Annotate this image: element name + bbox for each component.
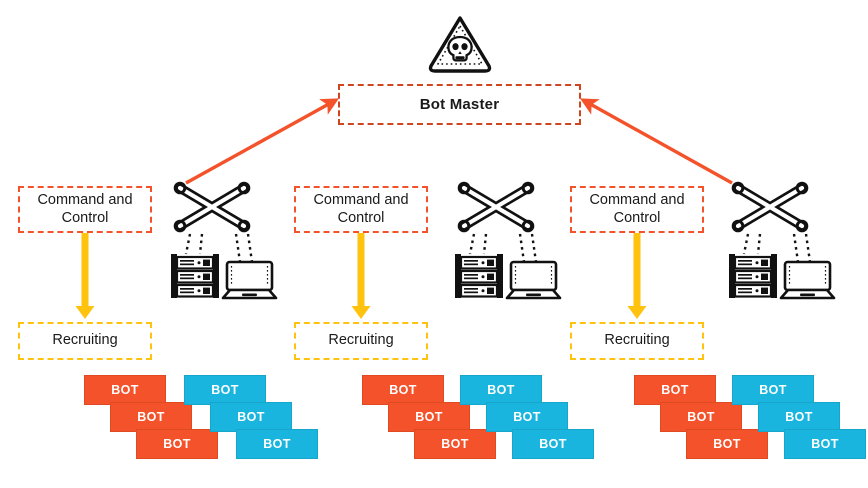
network-x-icon — [457, 181, 535, 233]
server-rack-icon — [455, 254, 503, 298]
bot-card[interactable]: BOT — [634, 375, 716, 405]
recruiting-flow-arrow — [74, 233, 96, 319]
recruiting-box[interactable]: Recruiting — [570, 322, 704, 360]
bot-card-label: BOT — [441, 437, 469, 451]
bot-card[interactable]: BOT — [460, 375, 542, 405]
bot-card-label: BOT — [539, 437, 567, 451]
command-and-control-box[interactable]: Command and Control — [294, 186, 428, 233]
bot-card-label: BOT — [237, 410, 265, 424]
network-x-icon — [173, 181, 251, 233]
bot-card-label: BOT — [211, 383, 239, 397]
recruiting-label: Recruiting — [328, 332, 394, 349]
bot-card[interactable]: BOT — [136, 429, 218, 459]
command-and-control-label: Command and Control — [589, 192, 685, 226]
bot-card-label: BOT — [513, 410, 541, 424]
laptop-icon — [221, 260, 278, 300]
bot-card-label: BOT — [785, 410, 813, 424]
bot-card[interactable]: BOT — [660, 402, 742, 432]
network-x-icon — [731, 181, 809, 233]
bot-card-label: BOT — [487, 383, 515, 397]
laptop-icon — [505, 260, 562, 300]
bot-card[interactable]: BOT — [512, 429, 594, 459]
bot-card[interactable]: BOT — [732, 375, 814, 405]
server-rack-icon — [729, 254, 777, 298]
bot-card-label: BOT — [713, 437, 741, 451]
recruiting-flow-arrow — [350, 233, 372, 319]
compromised-node-cluster — [726, 178, 838, 300]
bot-master-box[interactable]: Bot Master — [338, 84, 581, 125]
bot-card-label: BOT — [415, 410, 443, 424]
command-and-control-label: Command and Control — [37, 192, 133, 226]
laptop-icon — [779, 260, 836, 300]
compromised-node-cluster — [452, 178, 564, 300]
recruiting-flow-arrow — [626, 233, 648, 319]
bot-card-label: BOT — [811, 437, 839, 451]
bot-card-label: BOT — [137, 410, 165, 424]
bot-card-label: BOT — [661, 383, 689, 397]
bot-card[interactable]: BOT — [236, 429, 318, 459]
skull-warning-triangle-icon — [427, 13, 493, 75]
bot-card[interactable]: BOT — [388, 402, 470, 432]
bot-card[interactable]: BOT — [110, 402, 192, 432]
recruiting-box[interactable]: Recruiting — [18, 322, 152, 360]
bot-card-label: BOT — [687, 410, 715, 424]
bot-master-label: Bot Master — [419, 95, 500, 113]
bot-card[interactable]: BOT — [210, 402, 292, 432]
bot-card[interactable]: BOT — [486, 402, 568, 432]
compromised-node-cluster — [168, 178, 280, 300]
node-link-dotted-lines — [184, 233, 254, 263]
command-and-control-box[interactable]: Command and Control — [570, 186, 704, 233]
bot-card[interactable]: BOT — [686, 429, 768, 459]
node-link-dotted-lines — [742, 233, 812, 263]
uplink-left — [185, 98, 339, 185]
bot-card[interactable]: BOT — [784, 429, 866, 459]
recruiting-box[interactable]: Recruiting — [294, 322, 428, 360]
bot-card[interactable]: BOT — [184, 375, 266, 405]
server-rack-icon — [171, 254, 219, 298]
recruiting-label: Recruiting — [52, 332, 118, 349]
bot-card-label: BOT — [263, 437, 291, 451]
bot-card[interactable]: BOT — [362, 375, 444, 405]
command-and-control-label: Command and Control — [313, 192, 409, 226]
bot-card[interactable]: BOT — [414, 429, 496, 459]
bot-card-label: BOT — [759, 383, 787, 397]
bot-card-label: BOT — [111, 383, 139, 397]
node-link-dotted-lines — [468, 233, 538, 263]
bot-card[interactable]: BOT — [758, 402, 840, 432]
command-and-control-box[interactable]: Command and Control — [18, 186, 152, 233]
bot-card-label: BOT — [163, 437, 191, 451]
bot-card[interactable]: BOT — [84, 375, 166, 405]
uplink-right — [580, 98, 733, 185]
bot-card-label: BOT — [389, 383, 417, 397]
recruiting-label: Recruiting — [604, 332, 670, 349]
